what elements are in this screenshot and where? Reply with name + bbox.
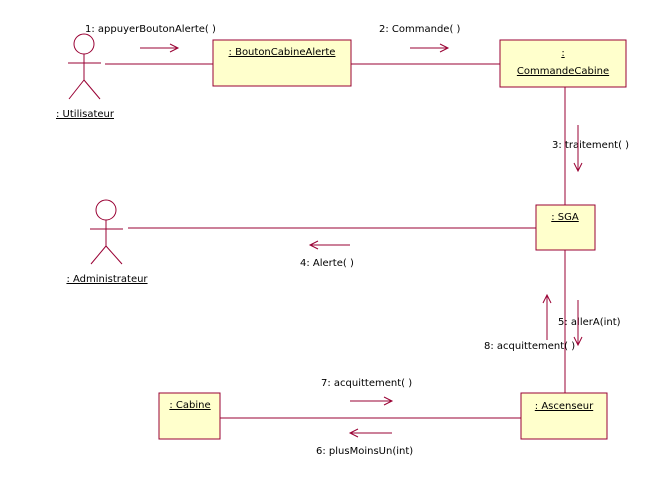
object-box xyxy=(212,39,352,87)
object-commande-cabine[interactable]: : CommandeCabine xyxy=(499,39,627,88)
object-cabine-label: : Cabine xyxy=(169,400,210,411)
actor-head xyxy=(73,33,95,55)
message-3: 3: traitement( ) xyxy=(552,125,629,173)
object-box xyxy=(535,204,596,251)
object-commande-cabine-label-2: CommandeCabine xyxy=(517,66,609,77)
arrow-head-icon xyxy=(542,293,552,304)
object-cabine[interactable]: : Cabine xyxy=(158,392,221,440)
object-ascenseur-label: : Ascenseur xyxy=(535,401,594,412)
actor-utilisateur-label: : Utilisateur xyxy=(56,109,115,120)
arrow-head-icon xyxy=(573,162,583,173)
object-bouton-cabine-alerte[interactable]: : BoutonCabineAlerte xyxy=(212,39,352,87)
arrow-head-icon xyxy=(348,428,359,438)
message-2: 2: Commande( ) xyxy=(379,24,461,53)
message-6-label: 6: plusMoinsUn(int) xyxy=(316,446,413,457)
actor-right-leg xyxy=(105,245,123,265)
message-7-label: 7: acquittement( ) xyxy=(321,378,412,389)
object-box xyxy=(520,392,608,440)
arrow-head-icon xyxy=(439,43,450,53)
actor-administrateur-label: : Administrateur xyxy=(66,274,148,285)
message-1: 1: appuyerBoutonAlerte( ) xyxy=(85,24,216,53)
actor-utilisateur[interactable]: : Utilisateur xyxy=(56,33,115,120)
message-8: 8: acquittement( ) xyxy=(484,293,575,352)
message-2-label: 2: Commande( ) xyxy=(379,24,461,35)
arrow-head-icon xyxy=(573,336,583,347)
object-sga-label: : SGA xyxy=(551,212,579,223)
actor-left-leg xyxy=(68,79,85,100)
object-bouton-cabine-alerte-label: : BoutonCabineAlerte xyxy=(229,47,336,58)
object-sga[interactable]: : SGA xyxy=(535,204,596,251)
message-5-label: 5: allerA(int) xyxy=(558,317,621,328)
object-ascenseur[interactable]: : Ascenseur xyxy=(520,392,608,440)
actor-right-leg xyxy=(83,79,101,100)
object-box xyxy=(499,39,627,88)
object-commande-cabine-label-1: : xyxy=(561,48,564,59)
message-1-label: 1: appuyerBoutonAlerte( ) xyxy=(85,24,216,35)
message-4: 4: Alerte( ) xyxy=(300,240,354,269)
message-7: 7: acquittement( ) xyxy=(321,378,412,406)
actor-administrateur[interactable]: : Administrateur xyxy=(66,199,148,285)
message-5: 5: allerA(int) xyxy=(558,300,621,347)
actor-left-leg xyxy=(90,245,107,265)
message-3-label: 3: traitement( ) xyxy=(552,140,629,151)
arrow-head-icon xyxy=(308,240,319,250)
object-box xyxy=(158,392,221,440)
message-8-label: 8: acquittement( ) xyxy=(484,341,575,352)
actor-head xyxy=(95,199,117,221)
arrow-head-icon xyxy=(383,396,394,406)
arrow-head-icon xyxy=(169,43,180,53)
message-6: 6: plusMoinsUn(int) xyxy=(316,428,413,457)
message-4-label: 4: Alerte( ) xyxy=(300,258,354,269)
